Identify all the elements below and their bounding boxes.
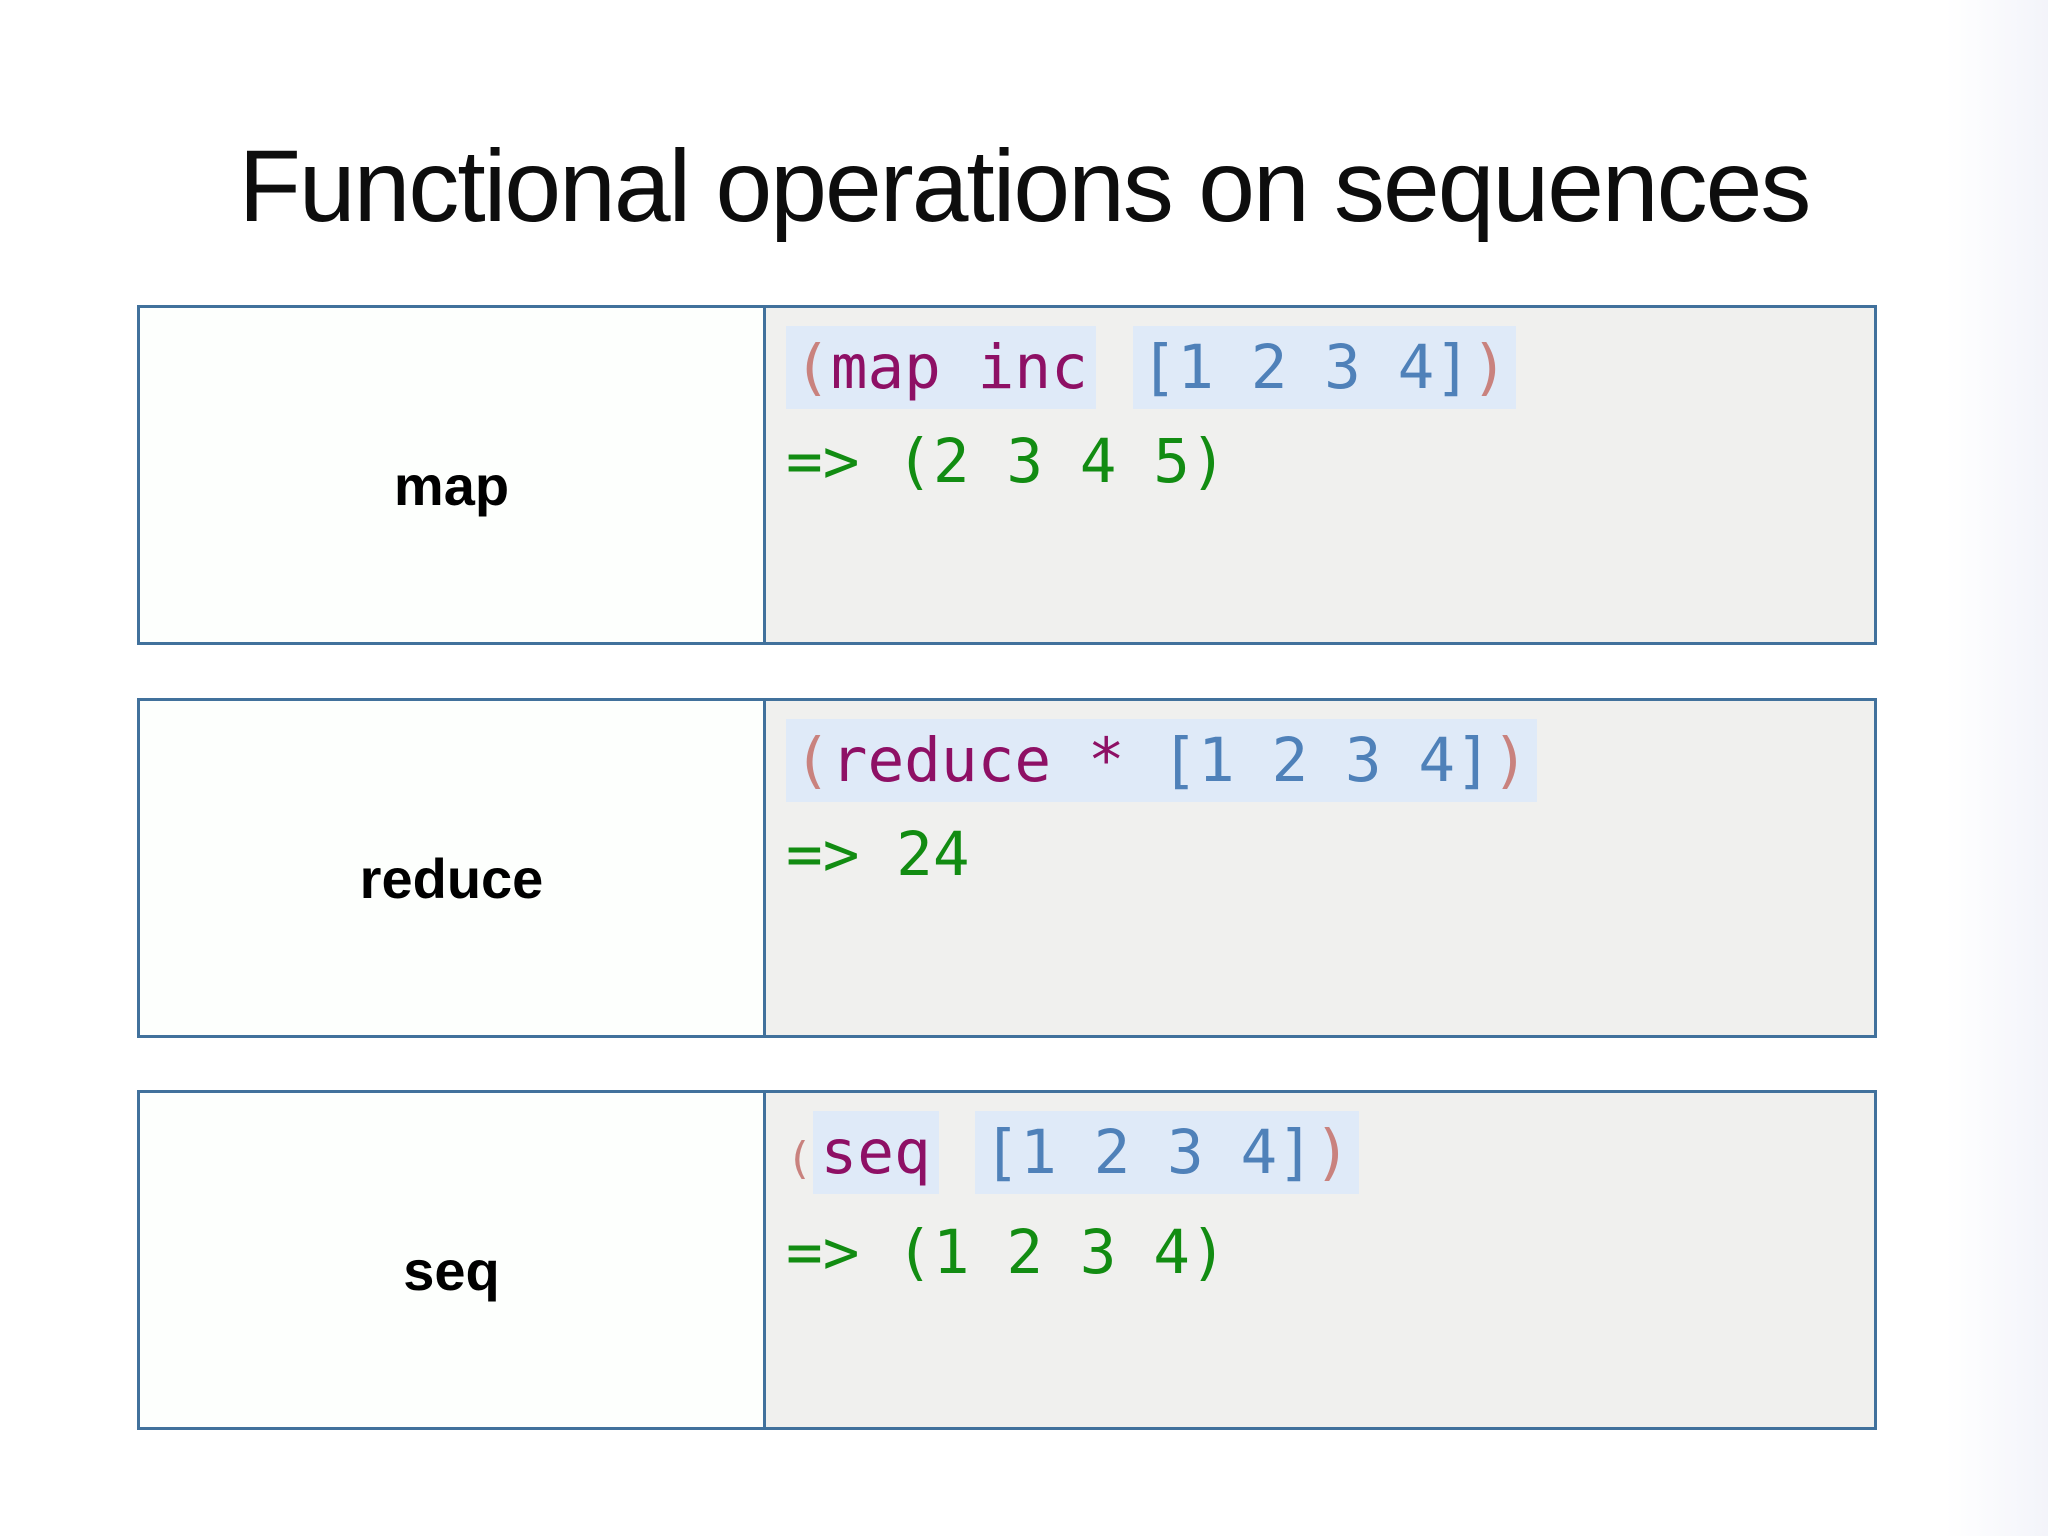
code-example-cell: (seq [1 2 3 4]) => (1 2 3 4)	[766, 1093, 1874, 1427]
slide-title: Functional operations on sequences	[238, 129, 1812, 243]
code-result: => 24	[786, 819, 970, 890]
operation-label-cell: map	[140, 308, 766, 642]
code-token-plain	[1125, 725, 1162, 796]
code-token-keyword: seq	[820, 1117, 931, 1188]
code-result: => (2 3 4 5)	[786, 426, 1227, 497]
code-token-paren: (	[794, 725, 831, 796]
code-result: => (1 2 3 4)	[786, 1217, 1227, 1288]
operation-row: map (map inc [1 2 3 4]) => (2 3 4 5)	[137, 305, 1877, 645]
code-example-cell: (map inc [1 2 3 4]) => (2 3 4 5)	[766, 308, 1874, 642]
operation-label: map	[393, 453, 510, 517]
code-token-keyword: *	[1087, 725, 1125, 796]
code-token-literal: [1 2 3 4]	[1161, 725, 1492, 796]
code-token-paren: (	[786, 1133, 813, 1184]
code-example-cell: (reduce * [1 2 3 4]) => 24	[766, 701, 1874, 1035]
operation-label-cell: reduce	[140, 701, 766, 1035]
operation-row: seq (seq [1 2 3 4]) => (1 2 3 4)	[137, 1090, 1877, 1430]
code-token-paren: (	[794, 332, 831, 403]
operation-row: reduce (reduce * [1 2 3 4]) => 24	[137, 698, 1877, 1038]
code-expression: (reduce * [1 2 3 4])	[786, 715, 1864, 807]
code-token-paren: )	[1313, 1117, 1351, 1188]
code-highlight: [1 2 3 4])	[975, 1111, 1359, 1194]
code-highlight: (reduce * [1 2 3 4])	[786, 719, 1537, 802]
code-token-plain	[1051, 725, 1088, 796]
operation-label: reduce	[359, 846, 544, 910]
code-highlight: (map inc	[786, 326, 1096, 409]
code-token-paren: )	[1471, 332, 1508, 403]
code-token-literal: [1 2 3 4]	[983, 1117, 1314, 1188]
code-token-plain	[939, 1117, 976, 1188]
operation-label: seq	[403, 1238, 500, 1302]
code-highlight: [1 2 3 4])	[1132, 326, 1516, 409]
code-token-plain	[1096, 332, 1133, 403]
code-token-keyword: reduce	[830, 725, 1052, 796]
code-token-paren: )	[1491, 725, 1529, 796]
code-token-keyword: map inc	[830, 332, 1088, 403]
code-expression: (map inc [1 2 3 4])	[786, 322, 1864, 414]
code-token-literal: [1 2 3 4]	[1140, 332, 1472, 403]
operation-label-cell: seq	[140, 1093, 766, 1427]
code-expression: (seq [1 2 3 4])	[786, 1107, 1864, 1205]
code-highlight: seq	[812, 1111, 939, 1194]
